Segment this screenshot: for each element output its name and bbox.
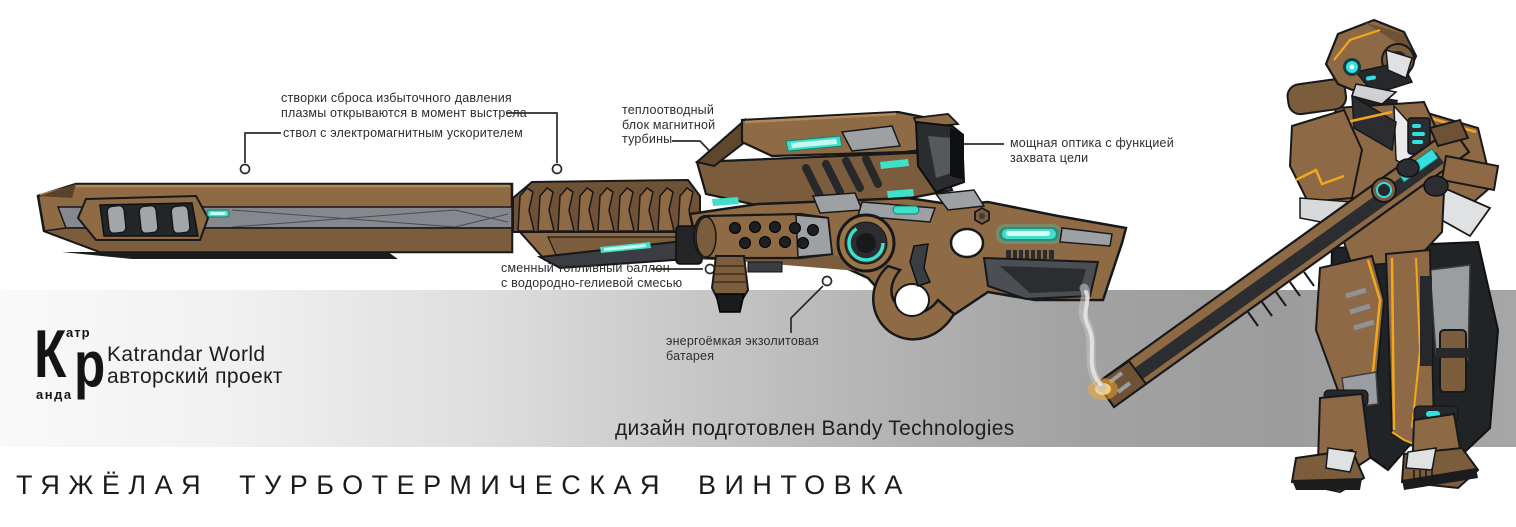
callout-barrel: ствол с электромагнитным ускорителем [283, 126, 523, 141]
endpoint-pressure-vents [551, 163, 563, 175]
optics-scope [912, 113, 966, 194]
character-skirt [1314, 248, 1470, 448]
callout-line: сменный топливный баллон [501, 261, 670, 275]
gray-band [0, 290, 1516, 447]
sheet-title: ТЯЖЁЛАЯ ТУРБОТЕРМИЧЕСКАЯ ВИНТОВКА [16, 470, 911, 500]
callout-line: с водородно-гелиевой смесью [501, 275, 683, 290]
heatsink-ribs [512, 178, 704, 270]
endpoint-battery [821, 275, 833, 287]
logo-mark-small-bottom: анда [36, 387, 73, 402]
endpoint-barrel [239, 163, 251, 175]
callout-line: энергоёмкая экзолитовая [666, 334, 819, 348]
rifle-illustration [36, 110, 1128, 341]
callout-line: створки сброса избыточного давления [281, 91, 512, 105]
connector-battery [790, 285, 824, 333]
barrel-under-shadow [62, 252, 398, 259]
callout-line: блок магнитной [622, 117, 716, 132]
callout-line: мощная оптика с функцией [1010, 136, 1174, 150]
callout-battery: энергоёмкая экзолитовая батарея [666, 334, 819, 363]
turbine-block [694, 110, 966, 210]
removable-fuel-tank [710, 255, 783, 313]
callout-pressure-vents: створки сброса избыточного давления плаз… [281, 91, 527, 120]
barrel-cross-detail [231, 209, 509, 228]
trigger [909, 243, 932, 287]
fuel-drum [675, 212, 834, 313]
trigger-guard [872, 264, 956, 341]
callout-line: захвата цели [1010, 150, 1089, 165]
character-helmet [1324, 18, 1418, 105]
energy-ring [836, 213, 896, 273]
muzzle-smoke [1078, 283, 1118, 400]
character-legs [1290, 371, 1480, 494]
callout-optics: мощная оптика с функцией захвата цели [1010, 136, 1174, 165]
logo-title: Katrandar World [107, 343, 266, 366]
callout-line: плазмы открываются в момент выстрела [281, 105, 527, 120]
callout-line: ствол с электромагнитным ускорителем [283, 126, 523, 140]
callout-line: турбины [622, 132, 673, 146]
callout-line: теплоотводный [622, 103, 715, 117]
callout-line: батарея [666, 348, 715, 363]
held-rifle [1095, 118, 1500, 409]
connector-barrel [244, 132, 281, 163]
connector-pressure-vents [506, 112, 558, 163]
stock-thumb-hole [949, 227, 985, 259]
character-figure [1078, 18, 1500, 494]
callout-fuel-tank: сменный топливный баллон с водородно-гел… [501, 261, 682, 290]
logo-mark-small-top: атр [66, 325, 91, 340]
design-credit: дизайн подготовлен Bandy Technologies [615, 417, 1015, 440]
callout-turbine: теплоотводный блок магнитной турбины [622, 103, 715, 147]
rifle-barrel [36, 182, 514, 259]
stock-glow-strip [996, 224, 1113, 247]
logo-mark-r: р [74, 328, 106, 400]
logo-subtitle: авторский проект [107, 365, 283, 388]
pressure-vent-panel [76, 194, 210, 241]
logo-mark-k: К [34, 316, 67, 392]
